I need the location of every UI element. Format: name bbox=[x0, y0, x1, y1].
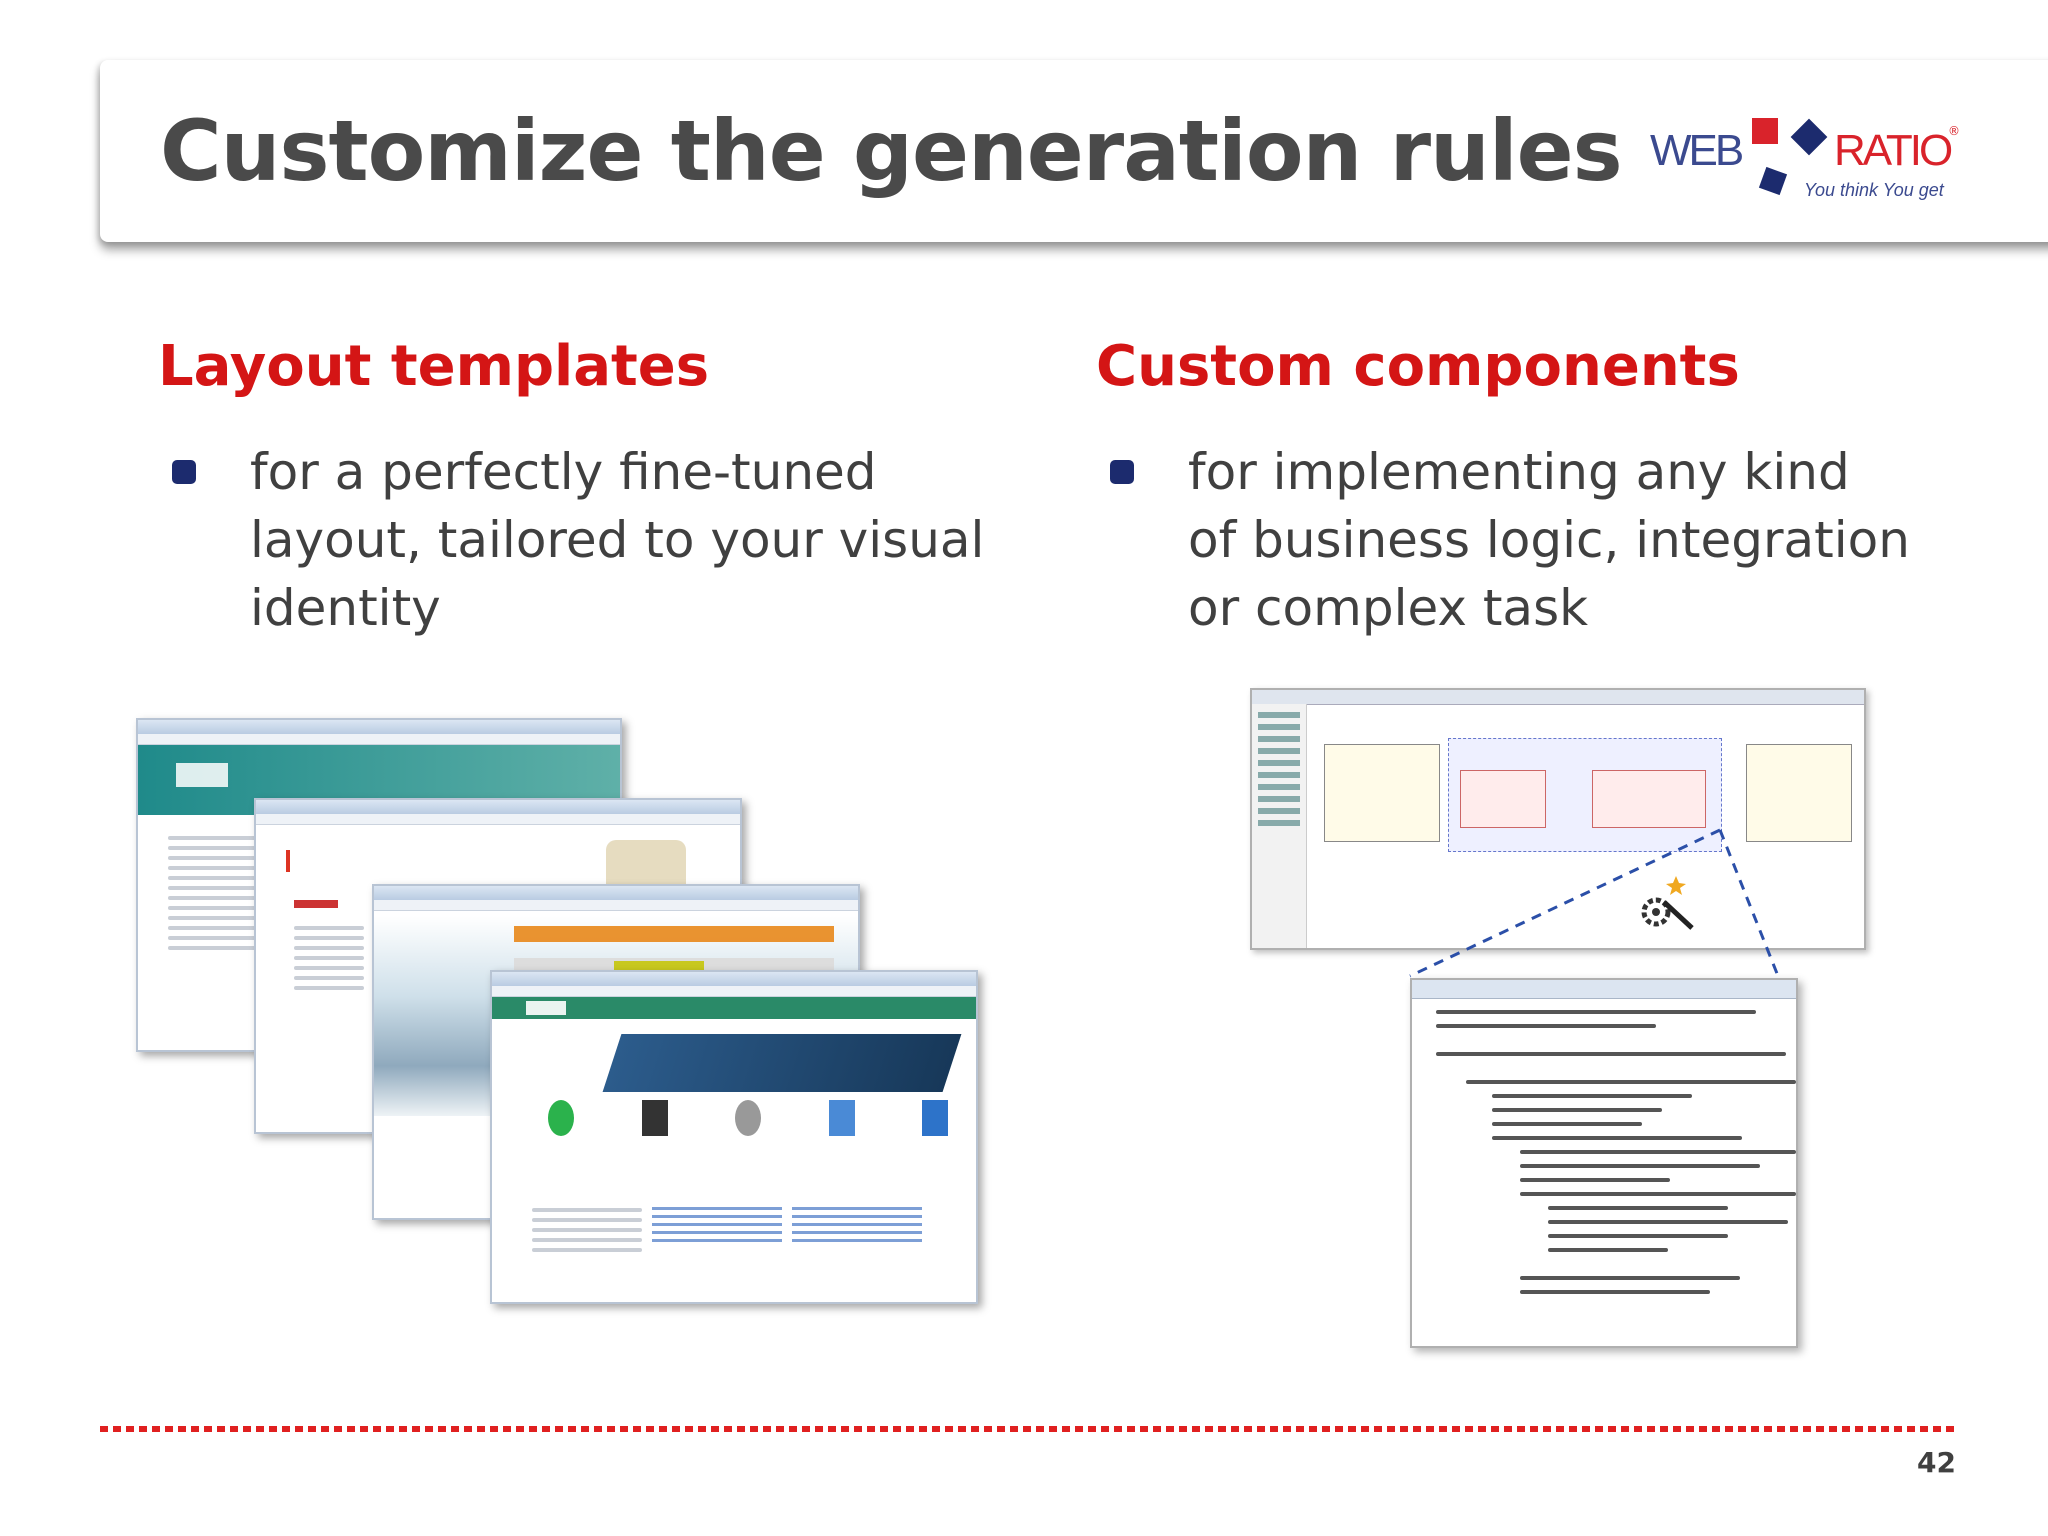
footer-divider bbox=[100, 1426, 1956, 1432]
left-bullet-item: for a perfectly fine-tuned layout, tailo… bbox=[172, 438, 1042, 642]
connector-lines bbox=[1409, 828, 1780, 978]
page-title: Customize the generation rules bbox=[160, 102, 1623, 200]
magic-wand-gear-icon bbox=[1641, 876, 1694, 930]
logo-navy-diamond-icon bbox=[1790, 118, 1828, 156]
logo-registered-mark: ® bbox=[1948, 124, 1960, 138]
custom-components-heading: Custom components bbox=[1096, 334, 1740, 399]
logo-text-web: WEB bbox=[1650, 126, 1744, 175]
logo-red-square-icon bbox=[1752, 118, 1778, 144]
logo-navy-square-icon bbox=[1758, 166, 1788, 196]
left-bullet-text: for a perfectly fine-tuned layout, tailo… bbox=[250, 443, 985, 637]
page-number: 42 bbox=[1917, 1446, 1956, 1479]
website-screenshot-4 bbox=[490, 970, 978, 1304]
code-editor-screenshot bbox=[1410, 978, 1798, 1348]
process-diagram-screenshot bbox=[1250, 688, 1866, 950]
logo-text-ratio: RATIO bbox=[1834, 126, 1953, 175]
logo-tagline: You think You get bbox=[1804, 180, 1944, 200]
webratio-logo: WEB RATIO ® You think You get bbox=[1648, 118, 1960, 210]
square-bullet-icon bbox=[172, 460, 196, 484]
right-bullet-item: for implementing any kind of business lo… bbox=[1110, 438, 1910, 642]
right-bullet-text: for implementing any kind of business lo… bbox=[1188, 443, 1910, 637]
layout-templates-heading: Layout templates bbox=[158, 334, 710, 399]
square-bullet-icon bbox=[1110, 460, 1134, 484]
title-bar bbox=[100, 60, 2048, 242]
